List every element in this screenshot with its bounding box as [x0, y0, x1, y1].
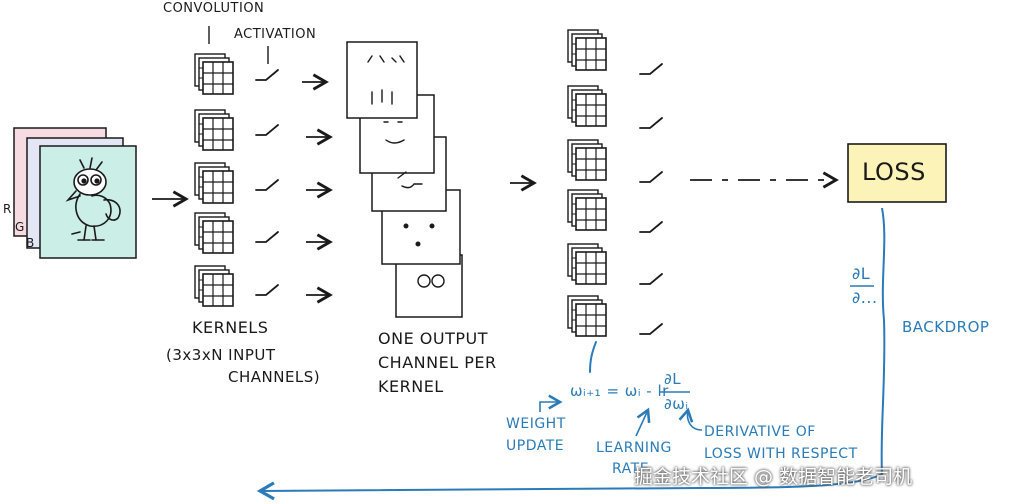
relu-r6 — [639, 323, 663, 335]
derivative-label-1: DERIVATIVE OF — [704, 424, 816, 440]
gradient-denominator: ∂... — [852, 288, 878, 307]
watermark-text: 掘金技术社区 @ 数据智能老司机 — [634, 466, 913, 488]
weight-label-2: UPDATE — [506, 438, 565, 454]
relu-2 — [255, 124, 279, 136]
relu-r4 — [639, 221, 663, 233]
learning-rate-arrow — [635, 407, 651, 437]
output-label-1: ONE OUTPUT — [378, 329, 488, 348]
input-image-stack — [13, 127, 137, 259]
kernels-sub-label-1: (3x3xN INPUT — [166, 346, 276, 364]
formula-numerator: ∂L — [664, 370, 682, 388]
formula-denominator: ∂ωᵢ — [664, 395, 689, 413]
kernel-4 — [194, 212, 234, 254]
loss-label: LOSS — [862, 158, 926, 186]
gradient-numerator: ∂L — [852, 264, 871, 283]
derivative-arrow — [678, 407, 703, 431]
relu-r1 — [639, 63, 663, 75]
kernel-column-right — [567, 29, 663, 337]
kernel-to-formula-pointer — [589, 341, 597, 373]
feature-map-1 — [346, 41, 418, 119]
output-label-3: KERNEL — [378, 377, 444, 396]
rgb-g-label: G — [15, 220, 25, 234]
learning-label-2: RATE — [612, 461, 650, 477]
learning-label-1: LEARNING — [596, 440, 672, 456]
output-feature-maps — [346, 41, 463, 318]
kernels-label: KERNELS — [192, 318, 269, 337]
kernel-r6 — [567, 295, 607, 337]
weight-label-1: WEIGHT — [506, 416, 566, 432]
loss-box — [847, 143, 947, 203]
kernel-r1 — [567, 29, 607, 71]
backprop-path — [256, 207, 886, 501]
relu-1 — [255, 69, 279, 81]
derivative-label-2: LOSS WITH RESPECT — [704, 446, 858, 462]
kernel-5 — [194, 265, 234, 307]
relu-r3 — [639, 171, 663, 183]
kernel-r5 — [567, 243, 607, 285]
activation-label: ACTIVATION — [234, 27, 317, 42]
relu-4 — [255, 231, 279, 243]
rgb-r-label: R — [3, 202, 12, 216]
kernel-1 — [194, 53, 234, 95]
output-label-2: CHANNEL PER — [378, 353, 497, 372]
convolution-label: CONVOLUTION — [163, 1, 265, 16]
kernel-3 — [194, 162, 234, 204]
kernels-sub-label-2: CHANNELS) — [228, 368, 321, 386]
kernel-r3 — [567, 139, 607, 181]
kernel-2 — [194, 109, 234, 151]
relu-5 — [255, 284, 279, 296]
channel-b-frame — [39, 145, 137, 259]
bird-drawing — [65, 157, 121, 241]
kernel-r2 — [567, 85, 607, 127]
kernel-r4 — [567, 189, 607, 231]
weight-update-arrow — [539, 394, 563, 412]
relu-3 — [255, 179, 279, 191]
rgb-b-label: B — [26, 236, 35, 250]
relu-r5 — [639, 273, 663, 285]
backdrop-label: BACKDROP — [902, 318, 990, 336]
kernel-column-left — [194, 53, 330, 307]
formula-lhs: ωᵢ₊₁ = ωᵢ - lr — [570, 382, 669, 400]
relu-r2 — [639, 117, 663, 129]
